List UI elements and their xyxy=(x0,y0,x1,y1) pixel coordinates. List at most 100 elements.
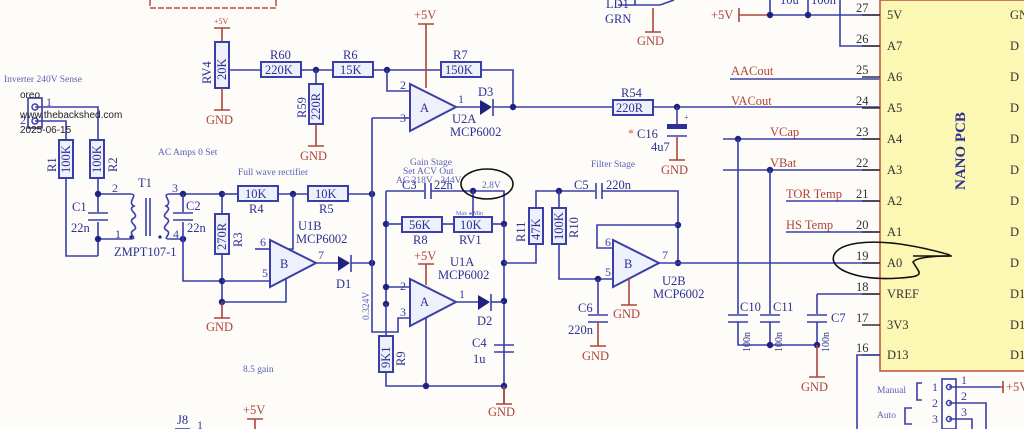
label-d1-voltage: 0.324V xyxy=(362,292,372,320)
gnd-label-c7: GND xyxy=(801,380,828,394)
mode-pin1-left: 1 xyxy=(932,380,938,394)
capacitor-c10[interactable] xyxy=(728,314,748,323)
nano-pin-name-a0: A0 xyxy=(887,256,902,270)
c2-value: 22n xyxy=(187,221,207,235)
nano-title: NANO PCB xyxy=(953,112,969,190)
mode-pin3-left: 3 xyxy=(932,412,938,426)
r1-value: 100K xyxy=(59,145,73,173)
r9-value: 9K1 xyxy=(379,346,393,368)
r54-value: 220R xyxy=(616,101,644,115)
r8-ref: R8 xyxy=(413,233,428,247)
connector-j3[interactable] xyxy=(27,97,43,129)
nano-right-pin-label: D xyxy=(1010,70,1019,84)
gnd-label-ld1: GND xyxy=(637,34,664,48)
nano-right-pin-label: D xyxy=(1010,225,1019,239)
rv4-ref: RV4 xyxy=(200,61,214,84)
net-vcap: VCap xyxy=(770,125,799,139)
r7-ref: R7 xyxy=(453,48,468,62)
nano-pin-number-17: 17 xyxy=(856,311,869,325)
j3-pin1-num: 1 xyxy=(46,95,52,109)
r9-ref: R9 xyxy=(394,351,408,366)
label-filter-stage: Filter Stage xyxy=(591,160,635,170)
capacitor-c3[interactable] xyxy=(424,183,432,199)
u2a-ref: U2A xyxy=(452,112,476,126)
resistor-r2[interactable] xyxy=(89,139,105,179)
capacitor-c4[interactable] xyxy=(494,344,514,353)
sheet-box-fragment xyxy=(149,0,277,9)
capacitor-c7[interactable] xyxy=(807,314,827,323)
hand-drawn-circle-2v8 xyxy=(460,168,514,200)
diode-d3[interactable] xyxy=(480,100,492,115)
gnd-label-r59: GND xyxy=(300,149,327,163)
rv1-value: 10K xyxy=(460,218,482,232)
opamp-u1a[interactable] xyxy=(409,277,459,328)
capacitor-c11[interactable] xyxy=(760,314,780,323)
net-vacout: VACout xyxy=(731,94,772,108)
transformer-t1[interactable] xyxy=(129,193,171,240)
c11-ref: C11 xyxy=(773,300,793,314)
c2-ref: C2 xyxy=(186,199,201,213)
opamp-u2b[interactable] xyxy=(612,238,662,289)
nano-pin-number-21: 21 xyxy=(856,187,869,201)
u2a-pin2: 2 xyxy=(400,78,406,92)
watermark-user: oreo xyxy=(20,90,40,101)
gnd-label-u2b: GND xyxy=(613,307,640,321)
r6-ref: R6 xyxy=(343,48,358,62)
net-hs-temp: HS Temp xyxy=(786,218,833,232)
rv1-wiper-label: Max ◂ Min xyxy=(456,211,483,217)
d1-ref: D1 xyxy=(336,277,351,291)
r60-value: 220K xyxy=(265,63,293,77)
diode-d2[interactable] xyxy=(478,295,490,310)
nano-pin-name-a4: A4 xyxy=(887,132,903,146)
u1a-ref: U1A xyxy=(450,255,474,269)
t1-pin1: 1 xyxy=(115,227,121,241)
capacitor-c16[interactable] xyxy=(667,124,687,137)
c1-value: 22n xyxy=(71,221,91,235)
diode-d1[interactable] xyxy=(338,256,350,271)
capacitor-c6[interactable] xyxy=(588,314,608,323)
gnd-label-rv4: GND xyxy=(206,113,233,127)
opamp-u1b[interactable] xyxy=(269,238,319,289)
top-cap-a-value: 10u xyxy=(780,0,800,7)
r2-value: 100K xyxy=(90,145,104,173)
ld1-ref: LD1 xyxy=(606,0,629,11)
t1-pin2: 2 xyxy=(112,181,118,195)
capacitor-c5[interactable] xyxy=(595,183,603,199)
capacitor-c2[interactable] xyxy=(173,212,193,221)
r8-value: 56K xyxy=(409,218,431,232)
net-aacout: AACout xyxy=(731,64,774,78)
r11-value: 47K xyxy=(529,218,543,240)
c10-ref: C10 xyxy=(740,300,761,314)
rv4-value: 20K xyxy=(215,58,229,80)
c10-value: 100n xyxy=(742,332,753,352)
u2b-pin7: 7 xyxy=(662,248,668,262)
nano-pcb-block[interactable] xyxy=(879,0,1024,372)
u2b-unit: B xyxy=(624,257,632,271)
rv1-ref: RV1 xyxy=(459,233,482,247)
u1b-pin7: 7 xyxy=(318,248,324,262)
mode-header-connector[interactable] xyxy=(941,378,957,429)
nano-right-pin-label: D1 xyxy=(1010,348,1024,362)
nano-right-pin-label: D xyxy=(1010,101,1019,115)
watermark-date: 2025-06-15 xyxy=(20,125,72,136)
r1-ref: R1 xyxy=(45,157,59,172)
c6-ref: C6 xyxy=(578,301,593,315)
u2a-unit: A xyxy=(420,101,429,115)
capacitor-c1[interactable] xyxy=(88,212,108,221)
opamp-u2a[interactable] xyxy=(409,82,459,133)
u2a-pin3: 3 xyxy=(400,111,406,125)
u2b-part: MCP6002 xyxy=(653,287,704,301)
d3-ref: D3 xyxy=(478,85,493,99)
nano-right-pin-label: D1 xyxy=(1010,287,1024,301)
watermark-site: www.thebackshed.com xyxy=(19,110,122,121)
nano-pin-number-25: 25 xyxy=(856,63,869,77)
hand-drawn-loop-a0 xyxy=(832,241,951,280)
j8-pin1: 1 xyxy=(197,418,203,429)
nano-pin-name-a7: A7 xyxy=(887,39,902,53)
c16-ref: C16 xyxy=(637,127,658,141)
mode-pin2-left: 2 xyxy=(932,396,938,410)
c7-ref: C7 xyxy=(831,311,846,325)
gnd-label-r3: GND xyxy=(206,320,233,334)
u1b-pin6: 6 xyxy=(260,235,266,249)
r7-value: 150K xyxy=(445,63,473,77)
